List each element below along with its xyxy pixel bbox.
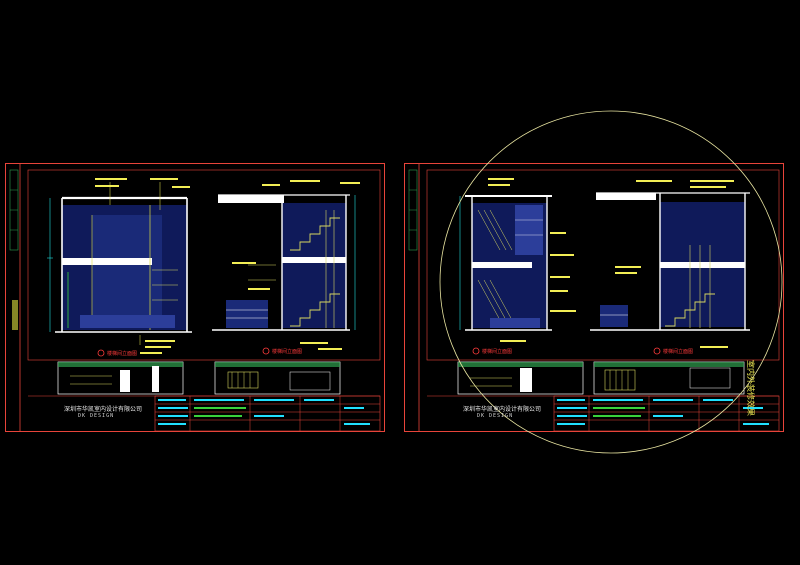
caption-elevation-a: 楼梯间立面图 bbox=[107, 351, 138, 357]
elevation-b bbox=[212, 180, 360, 350]
company-name-right: 深圳市华凯室内设计有限公司 bbox=[463, 406, 542, 413]
elevation-a bbox=[47, 178, 192, 354]
caption-elevation-d: 楼梯间立面图 bbox=[663, 349, 694, 355]
sheet-border bbox=[5, 163, 385, 432]
sheet-left bbox=[5, 163, 385, 432]
title-block bbox=[427, 395, 780, 432]
company-subline-right: DK DESIGN bbox=[477, 413, 514, 419]
plan-strip bbox=[457, 361, 745, 395]
title-block bbox=[28, 395, 381, 432]
caption-elevation-b: 楼梯间立面图 bbox=[272, 349, 303, 355]
overlay-circle bbox=[439, 110, 783, 454]
elevation-c bbox=[459, 178, 576, 342]
company-name-left: 深圳市华凯室内设计有限公司 bbox=[64, 406, 143, 413]
elevation-d bbox=[590, 180, 750, 348]
stamp-text: 室内外装修效果 bbox=[746, 360, 755, 416]
caption-elevation-c: 楼梯间立面图 bbox=[482, 349, 513, 355]
sheet-border bbox=[404, 163, 784, 432]
plan-strip bbox=[57, 361, 341, 395]
sheet-right bbox=[404, 163, 784, 432]
company-subline-left: DK DESIGN bbox=[78, 413, 115, 419]
